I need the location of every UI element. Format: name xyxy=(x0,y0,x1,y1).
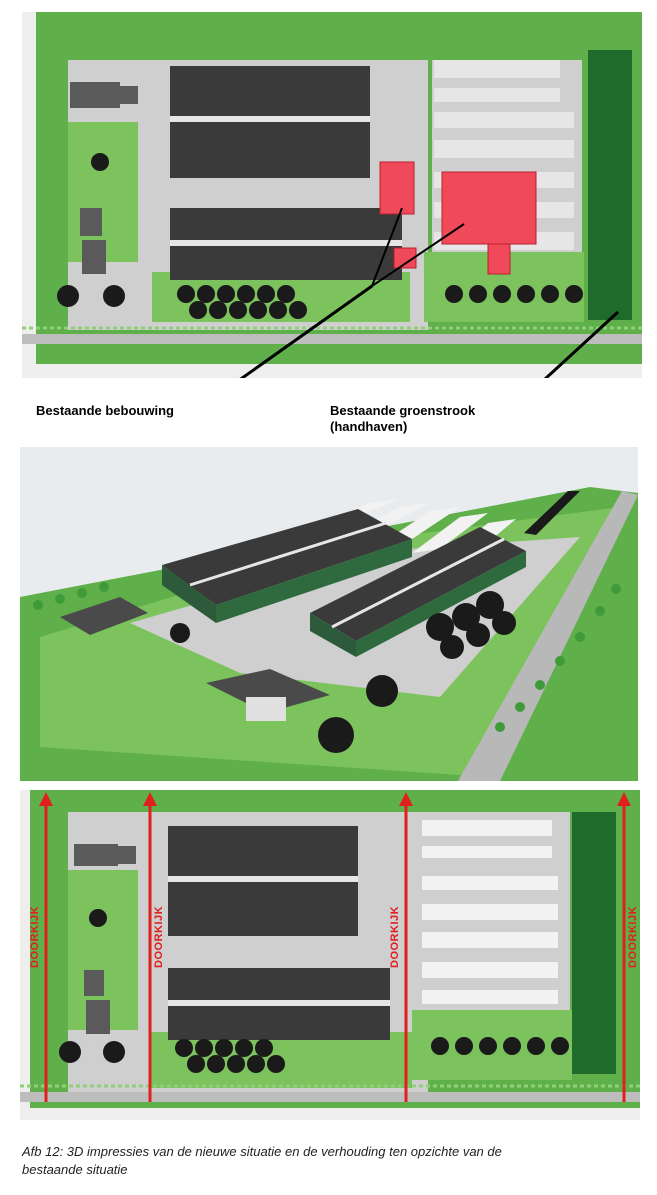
sightline-label-3: DOORKIJK xyxy=(389,906,401,968)
plan-view-new-situation-drawing xyxy=(22,12,642,378)
sightline-label-2: DOORKIJK xyxy=(153,906,165,968)
figure-caption-line1: Afb 12: 3D impressies van de nieuwe situ… xyxy=(22,1144,502,1159)
plan-view-new-situation xyxy=(22,12,642,378)
perspective-3d-impression-drawing xyxy=(20,447,638,781)
plan-view-sightlines: DOORKIJK DOORKIJK DOORKIJK DOORKIJK xyxy=(20,790,640,1120)
label-existing-green-strip-line2: (handhaven) xyxy=(330,419,408,434)
label-existing-green-strip-line1: Bestaande groenstrook xyxy=(330,403,476,418)
sightline-label-1: DOORKIJK xyxy=(29,906,41,968)
figure-caption: Afb 12: 3D impressies van de nieuwe situ… xyxy=(22,1143,622,1179)
figure-caption-line2: bestaande situatie xyxy=(22,1162,128,1177)
label-existing-green-strip: Bestaande groenstrook (handhaven) xyxy=(330,403,475,435)
perspective-3d-impression xyxy=(20,447,638,781)
plan-view-sightlines-drawing: DOORKIJK DOORKIJK DOORKIJK DOORKIJK xyxy=(20,790,640,1120)
label-existing-buildings: Bestaande bebouwing xyxy=(36,403,174,418)
sightline-label-4: DOORKIJK xyxy=(627,906,639,968)
